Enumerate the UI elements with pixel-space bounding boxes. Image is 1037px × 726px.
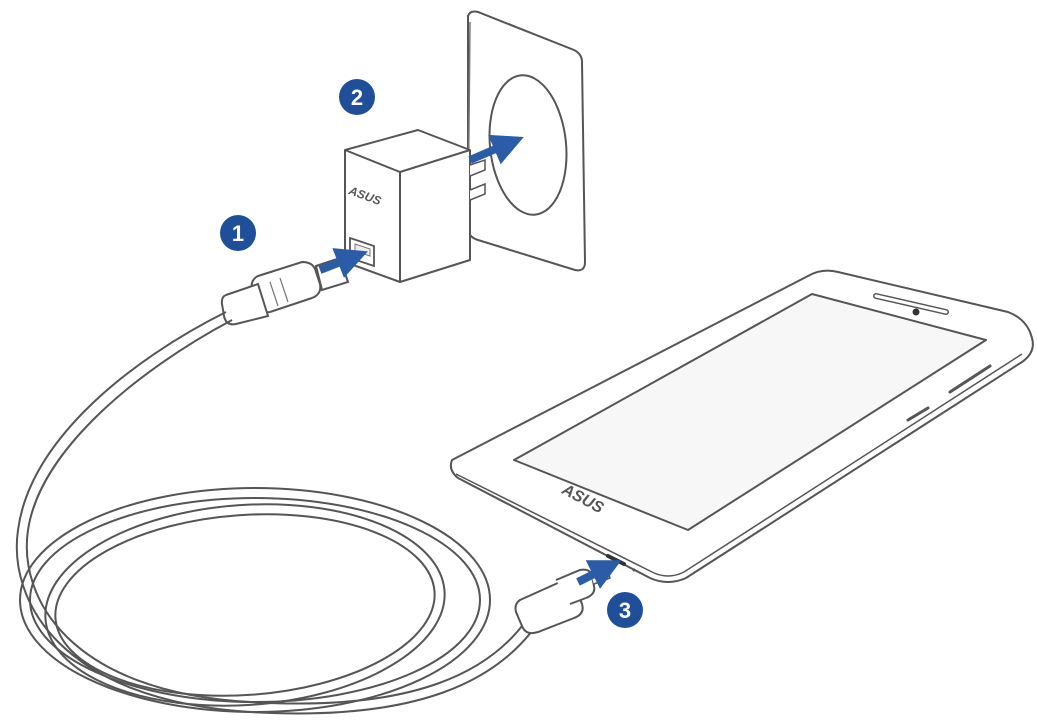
- wall-outlet: [467, 10, 587, 272]
- step-badge-1: 1: [220, 215, 256, 251]
- tablet: ASUS: [449, 269, 1034, 583]
- step-badge-3: 3: [607, 592, 643, 628]
- step-number-1: 1: [232, 221, 244, 246]
- usb-a-plug: [220, 256, 350, 326]
- arrow-step-2: [468, 134, 524, 165]
- step-badge-2: 2: [339, 79, 375, 115]
- power-adapter: ASUS: [344, 129, 486, 283]
- step-number-3: 3: [619, 598, 631, 623]
- direction-arrows: [318, 134, 622, 589]
- charging-cable: [15, 311, 541, 715]
- front-camera: [912, 308, 920, 316]
- step-number-2: 2: [351, 85, 363, 110]
- tablet-screen: [513, 293, 987, 531]
- arrow-step-1: [318, 248, 368, 278]
- arrow-step-3: [576, 560, 622, 589]
